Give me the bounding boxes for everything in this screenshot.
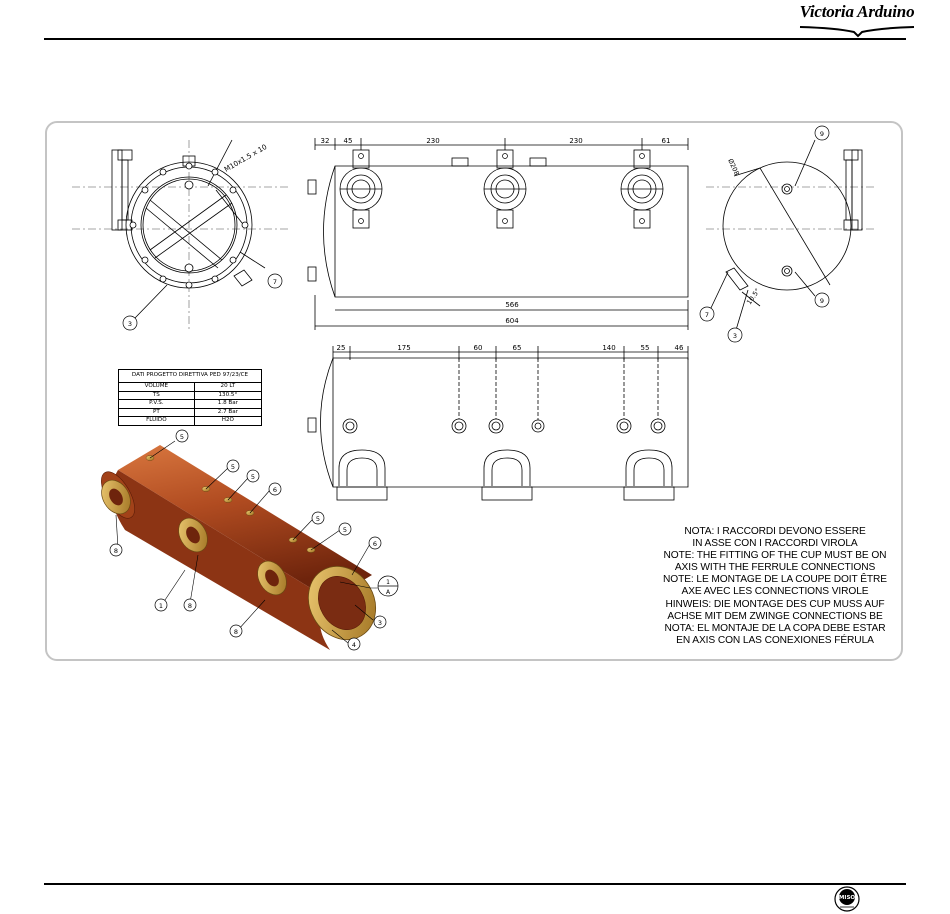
table-row: PT 2.7 Bar xyxy=(118,407,263,417)
note-line: NOTE: THE FITTING OF THE CUP MUST BE ON xyxy=(663,550,887,562)
ped-table-title: DATI PROGETTO DIRETTIVA PED 97/23/CE xyxy=(118,369,262,383)
dim-front-175: 175 xyxy=(397,344,410,352)
right-end-view-fittings xyxy=(781,183,793,277)
brand-logo: Victoria Arduino xyxy=(796,2,918,42)
footer-logo-text: MISO xyxy=(839,895,855,901)
dim-front-140: 140 xyxy=(602,344,615,352)
callout-9-bottom: 9 xyxy=(820,297,824,305)
note-line: NOTE: LE MONTAGE DE LA COUPE DOIT ÊTRE xyxy=(663,574,887,586)
thread-spec-label: M10x1.5 x 10 xyxy=(223,143,268,174)
brand-name: Victoria Arduino xyxy=(799,2,915,21)
callout-iso-6b: 6 xyxy=(373,540,377,548)
callout-iso-8a: 8 xyxy=(114,547,118,555)
ped-data-table: DATI PROGETTO DIRETTIVA PED 97/23/CE VOL… xyxy=(118,369,263,426)
left-end-view-annotation: M10x1.5 x 10 xyxy=(223,143,268,174)
dim-top-230-a: 230 xyxy=(426,137,439,145)
note-line: ACHSE MIT DEM ZWINGE CONNECTIONS BE xyxy=(667,610,883,622)
front-view-ports xyxy=(342,418,666,434)
assembly-note: NOTA: I RACCORDI DEVONO ESSERE IN ASSE C… xyxy=(660,526,890,647)
dim-top-230-b: 230 xyxy=(569,137,582,145)
top-view-bolts xyxy=(358,153,645,224)
footer-rule xyxy=(44,883,906,885)
section-marker-number: 1 xyxy=(386,579,390,586)
front-view-dimensions: 25 175 60 65 140 55 46 xyxy=(337,344,684,352)
dim-top-604: 604 xyxy=(505,317,519,325)
callout-iso-1: 1 xyxy=(159,602,163,610)
note-line: IN ASSE CON I RACCORDI VIROLA xyxy=(692,538,858,550)
ped-row-value: 2.7 Bar xyxy=(193,407,263,417)
isometric-view xyxy=(101,440,390,650)
ped-row-value: 20 LT xyxy=(193,382,263,392)
dim-top-61: 61 xyxy=(662,137,671,145)
callout-iso-8c: 8 xyxy=(234,628,238,636)
callout-3-right: 3 xyxy=(733,332,737,340)
callout-iso-4: 4 xyxy=(352,641,356,649)
callout-7-right: 7 xyxy=(705,311,709,319)
callout-iso-5a: 5 xyxy=(180,433,184,441)
note-line: NOTA: EL MONTAJE DE LA COPA DEBE ESTAR xyxy=(664,622,886,634)
note-line: AXIS WITH THE FERRULE CONNECTIONS xyxy=(674,562,876,574)
ped-row-label: P.V.S. xyxy=(118,399,195,409)
drawing-frame xyxy=(45,121,903,661)
callout-iso-5b: 5 xyxy=(231,463,235,471)
ped-row-value: 130.5° xyxy=(193,390,263,400)
callout-iso-3: 3 xyxy=(378,619,382,627)
dim-top-566: 566 xyxy=(505,301,519,309)
dim-front-46: 46 xyxy=(675,344,684,352)
callout-balloons xyxy=(109,125,830,651)
table-row: TS 130.5° xyxy=(118,390,263,400)
diameter-label: Ø208 xyxy=(726,157,741,176)
footer-logo-icon: MISO xyxy=(834,886,860,912)
callout-numbers: 7 3 9 9 7 3 5 5 5 6 5 5 6 8 1 8 8 3 4 1 … xyxy=(114,130,824,649)
callout-7-left: 7 xyxy=(273,278,277,286)
right-end-view-annotation: Ø208 10.5° xyxy=(726,157,762,306)
callout-iso-5d: 5 xyxy=(316,515,320,523)
table-row: VOLUME 20 LT xyxy=(118,382,263,392)
callout-iso-5e: 5 xyxy=(343,526,347,534)
callout-3-left: 3 xyxy=(128,320,132,328)
note-line: AXE AVEC LES CONNECTIONS VIROLE xyxy=(681,586,869,598)
callout-iso-5c: 5 xyxy=(251,473,255,481)
angle-label: 10.5° xyxy=(745,287,762,306)
ped-row-label: FLUIDO xyxy=(118,416,195,426)
dim-front-25: 25 xyxy=(337,344,346,352)
ped-row-label: VOLUME xyxy=(118,382,195,392)
note-line: EN AXIS CON LAS CONEXIONES FÉRULA xyxy=(676,634,874,646)
dim-top-32: 32 xyxy=(321,137,330,145)
left-end-view xyxy=(72,139,290,330)
brand-underline-icon xyxy=(799,26,915,38)
left-end-view-bolts xyxy=(129,162,249,289)
header-rule xyxy=(44,38,906,40)
note-line: NOTA: I RACCORDI DEVONO ESSERE xyxy=(684,526,866,537)
front-view xyxy=(307,346,689,501)
dim-front-55: 55 xyxy=(641,344,650,352)
ped-row-value: H2O xyxy=(193,416,263,426)
note-line: HINWEIS: DIE MONTAGE DES CUP MUSS AUF xyxy=(665,598,885,610)
callout-iso-6a: 6 xyxy=(273,486,277,494)
dim-top-45: 45 xyxy=(344,137,353,145)
dim-front-60: 60 xyxy=(474,344,483,352)
top-view-dimensions: 32 45 230 230 61 566 604 xyxy=(321,137,671,325)
table-row: FLUIDO H2O xyxy=(118,416,263,426)
dim-front-65: 65 xyxy=(513,344,522,352)
ped-row-label: TS xyxy=(118,390,195,400)
right-end-view xyxy=(706,139,874,331)
callout-9-top: 9 xyxy=(820,130,824,138)
top-view xyxy=(307,138,689,330)
section-marker-letter: A xyxy=(386,589,391,596)
callout-iso-8b: 8 xyxy=(188,602,192,610)
table-row: P.V.S. 1.8 Bar xyxy=(118,399,263,409)
ped-row-value: 1.8 Bar xyxy=(193,399,263,409)
ped-row-label: PT xyxy=(118,407,195,417)
